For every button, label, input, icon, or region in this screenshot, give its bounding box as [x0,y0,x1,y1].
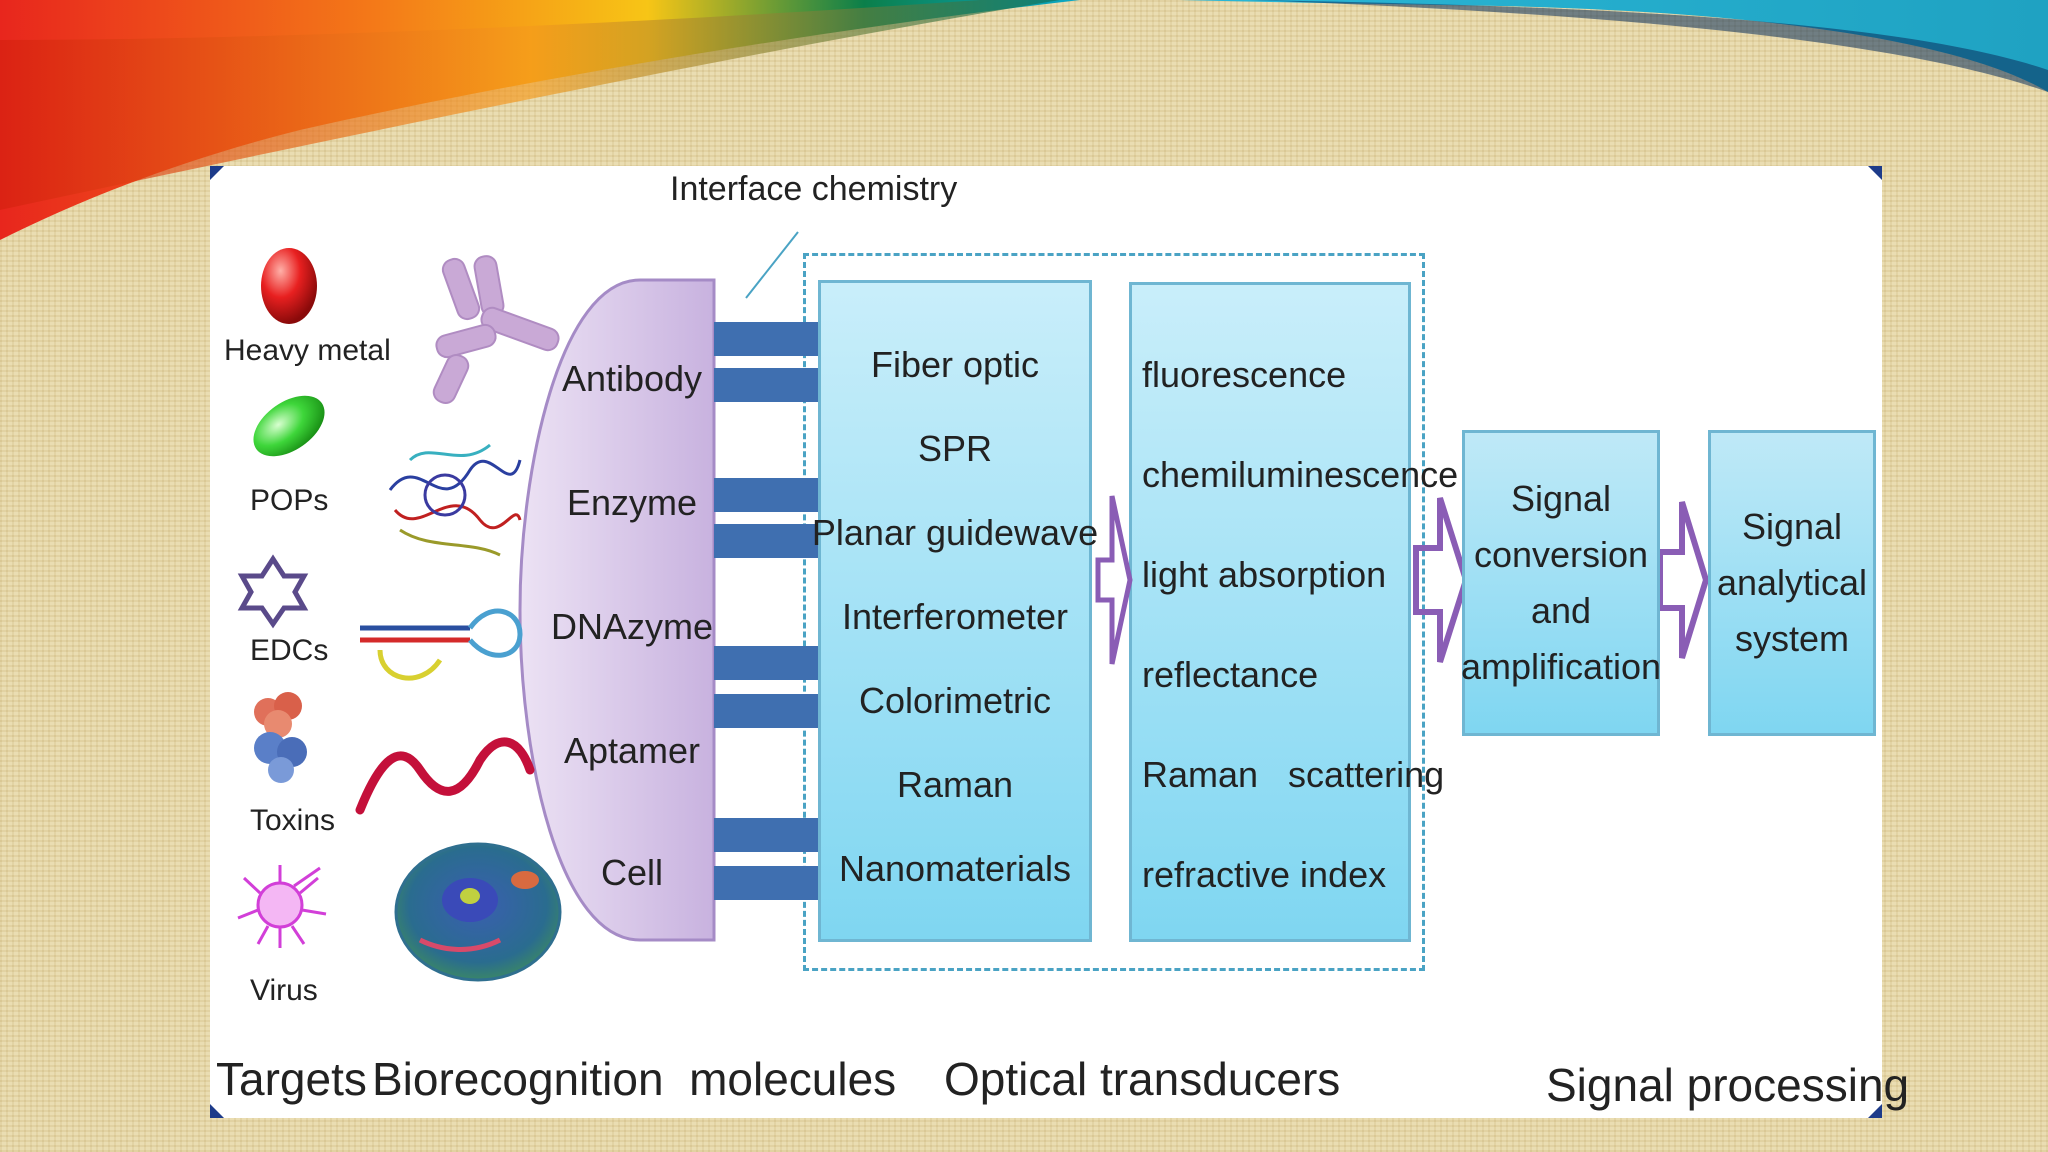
signal-system-line: Signal [1741,506,1843,548]
interface-chemistry-label: Interface chemistry [670,170,958,208]
flow-arrow [1095,495,1133,665]
platform-spr: SPR [917,428,993,469]
transducer-platform-box [818,280,1092,942]
interface-connectors [714,322,818,900]
platform-nanomaterials: Nanomaterials [838,848,1072,889]
flow-arrow [1657,501,1710,659]
biorecognition-label-enzyme: Enzyme [566,482,698,523]
flow-arrow [1413,497,1470,663]
signal-conversion-line: amplification [1460,645,1662,687]
decorative-swoosh [0,0,2048,240]
biorecognition-label-cell: Cell [600,852,664,893]
platform-planar-guidewave: Planar guidewave [811,512,1099,553]
target-label-virus: Virus [250,974,318,1007]
signal-system-line: system [1734,617,1849,659]
corner-accent [210,1104,224,1118]
mode-refractive-index: refractive index [1142,854,1387,895]
mode-raman-scattering: Raman scattering [1142,754,1445,795]
toxin-protein-icon [254,692,307,783]
signal-system-line: analytical [1716,562,1868,604]
green-ellipse-icon [253,395,325,457]
mode-reflectance: reflectance [1142,654,1319,695]
target-label-heavy-metal: Heavy metal [224,334,391,367]
aptamer-strand-icon [355,737,535,815]
interface-leader-line [745,231,799,299]
target-label-edcs: EDCs [250,634,329,667]
virus-icon [237,865,327,948]
footer-targets: Targets [216,1053,367,1105]
signal-conversion-line: and [1530,590,1592,631]
footer-signal: Signal processing [1546,1059,1910,1111]
platform-fiber-optic: Fiber optic [870,344,1040,385]
red-sphere-icon [261,248,317,324]
target-label-toxins: Toxins [250,804,336,837]
detection-mode-box [1129,282,1411,942]
biorecognition-label-antibody: Antibody [561,358,703,399]
corner-accent [1868,1104,1882,1118]
antibody-icon [432,255,560,405]
star-outline-icon [237,554,309,629]
corner-accent [1868,166,1882,180]
platform-raman: Raman [896,764,1014,805]
dnazyme-icon [360,608,523,681]
signal-conversion-box: Signal conversion and amplification [1460,430,1662,736]
footer-optical: Optical transducers [944,1053,1341,1105]
target-label-pops: POPs [250,484,329,517]
biorecognition-label-dnazyme: DNAzyme [550,606,714,647]
corner-accent [210,166,224,180]
mode-chemiluminescence: chemiluminescence [1142,454,1459,495]
biorecognition-layer [518,278,716,942]
biorecognition-label-aptamer: Aptamer [563,730,701,771]
signal-analytical-box: Signal analytical system [1708,430,1876,736]
footer-biorecognition: Biorecognition molecules [372,1053,897,1105]
platform-colorimetric: Colorimetric [858,680,1052,721]
mode-light-absorption: light absorption [1142,554,1387,595]
platform-interferometer: Interferometer [841,596,1069,637]
mode-fluorescence: fluorescence [1142,354,1347,395]
signal-conversion-line: conversion [1473,534,1649,576]
signal-conversion-line: Signal [1510,478,1612,520]
cell-icon [394,842,562,982]
enzyme-structure-icon [388,443,522,557]
